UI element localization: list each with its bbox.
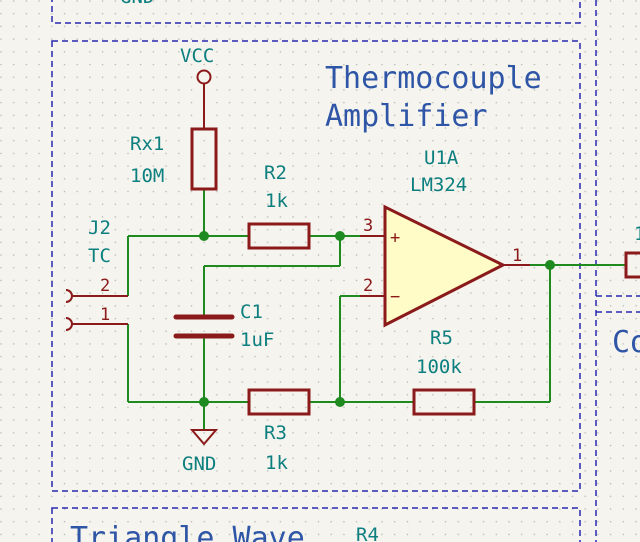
gnd-label: GND: [182, 453, 216, 475]
c1-capacitor[interactable]: [173, 314, 235, 339]
rx1-value: 10M: [130, 165, 164, 187]
junction-dot: [199, 231, 209, 241]
u1a-opamp[interactable]: [360, 204, 530, 328]
r3-ref: R3: [264, 422, 287, 444]
j2-value: TC: [88, 245, 111, 267]
r2-ref: R2: [264, 162, 287, 184]
r2-value: 1k: [265, 190, 288, 212]
r3-value: 1k: [265, 452, 288, 474]
u1a-ref: U1A: [424, 147, 459, 169]
rx1-resistor[interactable]: [190, 127, 218, 191]
j2-pin-bottom: 1: [100, 305, 110, 325]
partial-right-title: Co: [612, 325, 640, 360]
junction-dot: [335, 231, 345, 241]
junction-dot: [335, 397, 345, 407]
j2-ref: J2: [88, 217, 111, 239]
rx1-ref: Rx1: [130, 133, 164, 155]
r2-resistor[interactable]: [247, 222, 311, 250]
vcc-label: VCC: [180, 45, 214, 67]
r3-resistor[interactable]: [247, 388, 311, 416]
partial-top-text: GND: [120, 0, 154, 8]
wires: [72, 190, 626, 429]
vcc-terminal-icon: [196, 69, 212, 85]
sheet-title-line-1: Thermocouple: [325, 61, 542, 96]
junction-dot: [199, 397, 209, 407]
r5-resistor[interactable]: [412, 388, 476, 416]
u1a-pin-noninv: 3: [363, 216, 373, 236]
gnd-power-symbol[interactable]: [189, 429, 219, 446]
frame-top-partial: [51, 0, 581, 24]
ground-icon: [189, 429, 219, 446]
u1a-pin-out: 1: [512, 246, 522, 266]
u1a-plus-sign: +: [390, 228, 400, 248]
partial-resistor-right[interactable]: [624, 251, 640, 279]
j2-connector[interactable]: [65, 289, 128, 331]
r5-ref: R5: [430, 327, 453, 349]
r5-value: 100k: [416, 356, 462, 378]
junctions: [199, 231, 555, 407]
partial-bottom-ref: R4: [356, 524, 379, 542]
c1-ref: C1: [240, 301, 263, 323]
u1a-pin-inv: 2: [363, 276, 373, 296]
j2-pin-top: 2: [100, 276, 110, 296]
u1a-minus-sign: −: [390, 287, 400, 307]
c1-value: 1uF: [240, 329, 274, 351]
vcc-power-symbol[interactable]: [196, 69, 212, 129]
frame-bottom-partial: [51, 507, 581, 542]
junction-dot: [545, 260, 555, 270]
u1a-value: LM324: [410, 174, 467, 196]
partial-bottom-title: Triangle Wave: [70, 521, 305, 542]
sheet-title-line-2: Amplifier: [325, 99, 488, 134]
partial-right-ref: 1: [634, 223, 640, 245]
opamp-triangle-icon: [383, 204, 507, 328]
